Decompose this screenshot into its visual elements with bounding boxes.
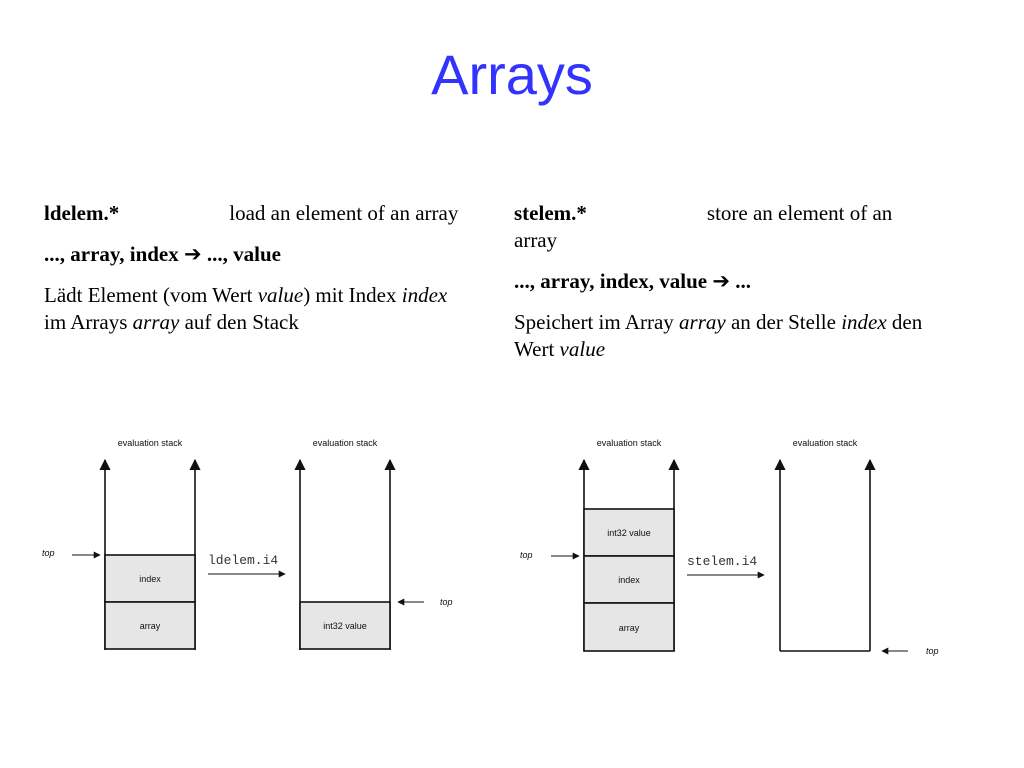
cell-label: index: [139, 574, 161, 584]
op-label: ldelem.i4: [208, 553, 278, 568]
stelem-sig-output: ...: [735, 269, 751, 293]
op-label: stelem.i4: [687, 554, 757, 569]
stelem-after-stack: evaluation stack top: [774, 438, 939, 656]
ldelem-command: ldelem.*: [44, 201, 120, 225]
ldelem-description: load an element of an array: [229, 201, 459, 225]
ldelem-header: ldelem.* load an element of an array: [44, 200, 474, 227]
cell-label: array: [140, 621, 161, 631]
stack-cell: [104, 601, 196, 650]
right-arrow-icon: ➔: [712, 269, 730, 293]
stelem-signature: ..., array, index, value ➔ ...: [514, 268, 924, 295]
stack-cell: [299, 601, 391, 650]
stelem-sig-input: ..., array, index, value: [514, 269, 708, 293]
stack-label: evaluation stack: [118, 438, 183, 448]
top-label: top: [926, 646, 939, 656]
stelem-header: stelem.*store an element of an array: [514, 200, 924, 254]
stack-cell: [583, 508, 675, 557]
ldelem-german-text: Lädt Element (vom Wert value) mit Index …: [44, 283, 448, 334]
slide-title: Arrays: [431, 43, 593, 106]
cell-label: index: [618, 575, 640, 585]
cell-label: int32 value: [323, 621, 367, 631]
ldelem-operation: ldelem.i4: [208, 553, 286, 578]
stelem-command: stelem.*: [514, 201, 587, 225]
cell-label: array: [619, 623, 640, 633]
stack-cell: [583, 602, 675, 652]
ldelem-after-stack: evaluation stack int32 value top: [294, 438, 453, 650]
ldelem-sig-input: ..., array, index: [44, 242, 179, 266]
right-arrow-icon: ➔: [184, 242, 202, 266]
top-label: top: [440, 597, 453, 607]
stack-label: evaluation stack: [313, 438, 378, 448]
stack-label: evaluation stack: [597, 438, 662, 448]
stelem-before-stack: evaluation stack int32 value index array…: [520, 438, 680, 652]
ldelem-signature: ..., array, index ➔ ..., value: [44, 241, 474, 268]
ldelem-sig-output: ..., value: [206, 242, 281, 266]
stack-label: evaluation stack: [793, 438, 858, 448]
stelem-german-text: Speichert im Array array an der Stelle i…: [514, 310, 923, 361]
stelem-column: stelem.*store an element of an array ...…: [514, 200, 924, 377]
stelem-description: store an element of an array: [514, 201, 893, 252]
stelem-operation: stelem.i4: [687, 554, 765, 579]
ldelem-before-stack: evaluation stack index array top: [42, 438, 201, 650]
top-label: top: [42, 548, 55, 558]
ldelem-column: ldelem.* load an element of an array ...,…: [44, 200, 474, 350]
stack-cell: [104, 554, 196, 603]
top-label: top: [520, 550, 533, 560]
cell-label: int32 value: [607, 528, 651, 538]
